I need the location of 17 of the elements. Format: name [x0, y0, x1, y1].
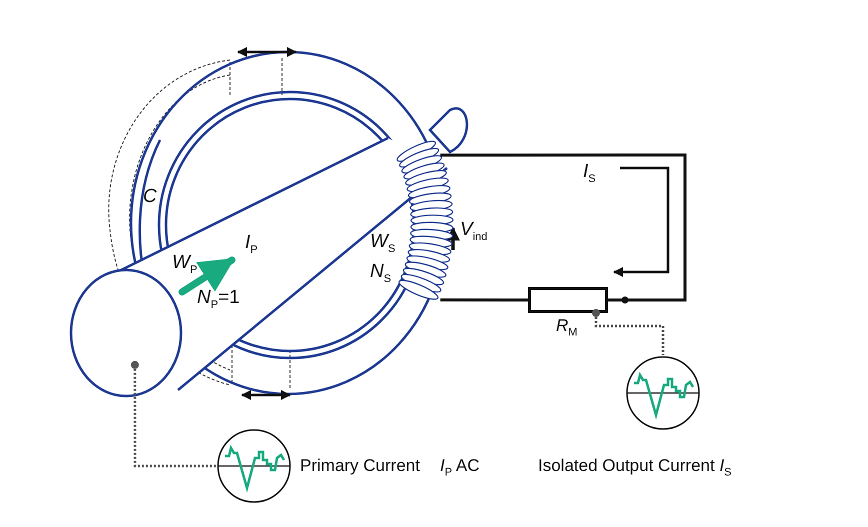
symbol-label: C — [143, 187, 157, 206]
circuit-wire — [440, 298, 528, 302]
symbol-label: N$_{P}$=1 — [197, 288, 240, 311]
leader-line — [592, 309, 664, 355]
symbol-label: I$_{S}$ — [583, 162, 596, 185]
symbol-label: N$_{S}$ — [370, 262, 392, 285]
caption-text: Isolated Output Current I$_{S}$ — [538, 457, 732, 478]
symbol-label: I$_{P}$ — [245, 233, 258, 256]
symbol-label: W$_{P}$ — [172, 253, 198, 276]
resistor-symbol — [528, 287, 608, 313]
leader-line — [130, 360, 216, 468]
symbol-label: V$_{ind}$ — [460, 220, 488, 243]
caption-text: Primary Current — [300, 457, 420, 474]
caption-text: R$_{M}$ — [556, 317, 578, 338]
symbol-label: W$_{S}$ — [370, 232, 396, 255]
circuit-wire — [440, 154, 686, 302]
caption-text: I$_{P}$ AC — [440, 457, 480, 478]
